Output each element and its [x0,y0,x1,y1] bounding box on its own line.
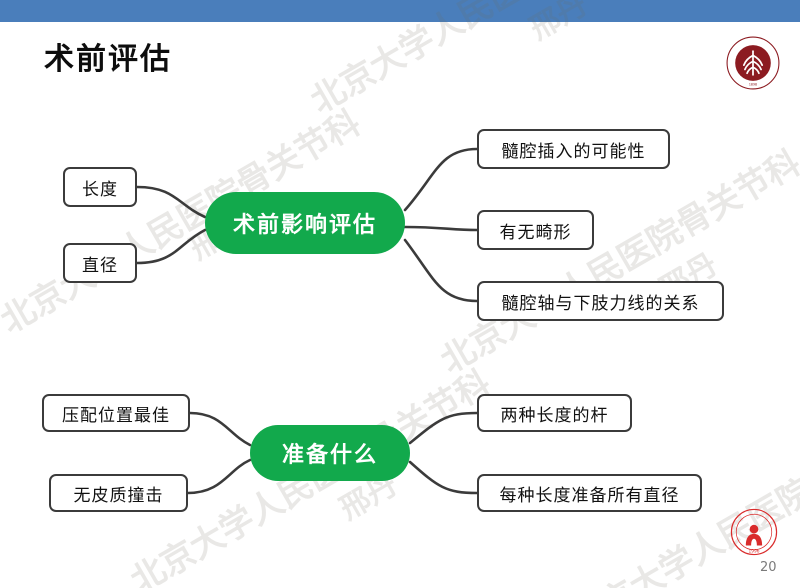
connector-axis-relation [403,238,479,303]
connector-deformity [403,225,479,232]
mindmap-leaf-length[interactable]: 长度 [63,167,137,207]
mindmap-leaf-diameter[interactable]: 直径 [63,243,137,283]
leaf-label: 髓腔插入的可能性 [501,141,646,162]
leaf-label: 直径 [82,255,118,276]
leaf-label: 长度 [82,179,118,200]
page-number: 20 [760,560,777,575]
mindmap-leaf-deformity[interactable]: 有无畸形 [477,210,594,250]
mindmap-center-node-what-to-prepare[interactable]: 准备什么 [250,425,410,481]
leaf-label: 每种长度准备所有直径 [499,485,680,506]
center-node-label: 准备什么 [281,443,378,468]
connector-all-diameters [408,460,479,495]
arthritis-clinic-seal-icon: 1996 [730,508,778,556]
mindmap-leaf-insertion-possibility[interactable]: 髓腔插入的可能性 [477,129,670,169]
mindmap-leaf-press-fit-position[interactable]: 压配位置最佳 [42,394,190,432]
connector-two-lengths [408,411,479,445]
connector-length [135,185,207,219]
connector-diameter [135,228,207,265]
leaf-label: 髓腔轴与下肢力线的关系 [501,293,700,314]
leaf-label: 无皮质撞击 [73,485,164,506]
page-title: 术前评估 [44,42,172,77]
leaf-label: 有无畸形 [499,222,572,243]
watermark-org: 北京大学人民医院骨关节科 [434,142,800,382]
leaf-label: 两种长度的杆 [500,405,609,426]
connector-insertion [403,147,479,212]
peking-university-seal-icon: 1898 [726,36,780,90]
connector-press-fit [188,411,252,447]
leaf-label: 压配位置最佳 [62,405,170,426]
mindmap-leaf-all-diameters[interactable]: 每种长度准备所有直径 [477,474,702,512]
mindmap-leaf-two-rod-lengths[interactable]: 两种长度的杆 [477,394,632,432]
center-node-label: 术前影响评估 [232,213,377,238]
svg-text:1898: 1898 [749,83,757,87]
connector-no-cortical-impingement [186,458,252,495]
svg-text:1996: 1996 [749,549,760,555]
slide-top-band [0,0,800,22]
mindmap-leaf-no-cortical-impingement[interactable]: 无皮质撞击 [49,474,188,512]
mindmap-leaf-axis-relation[interactable]: 髓腔轴与下肢力线的关系 [477,281,724,321]
mindmap-center-node-preop-impact[interactable]: 术前影响评估 [205,192,405,254]
